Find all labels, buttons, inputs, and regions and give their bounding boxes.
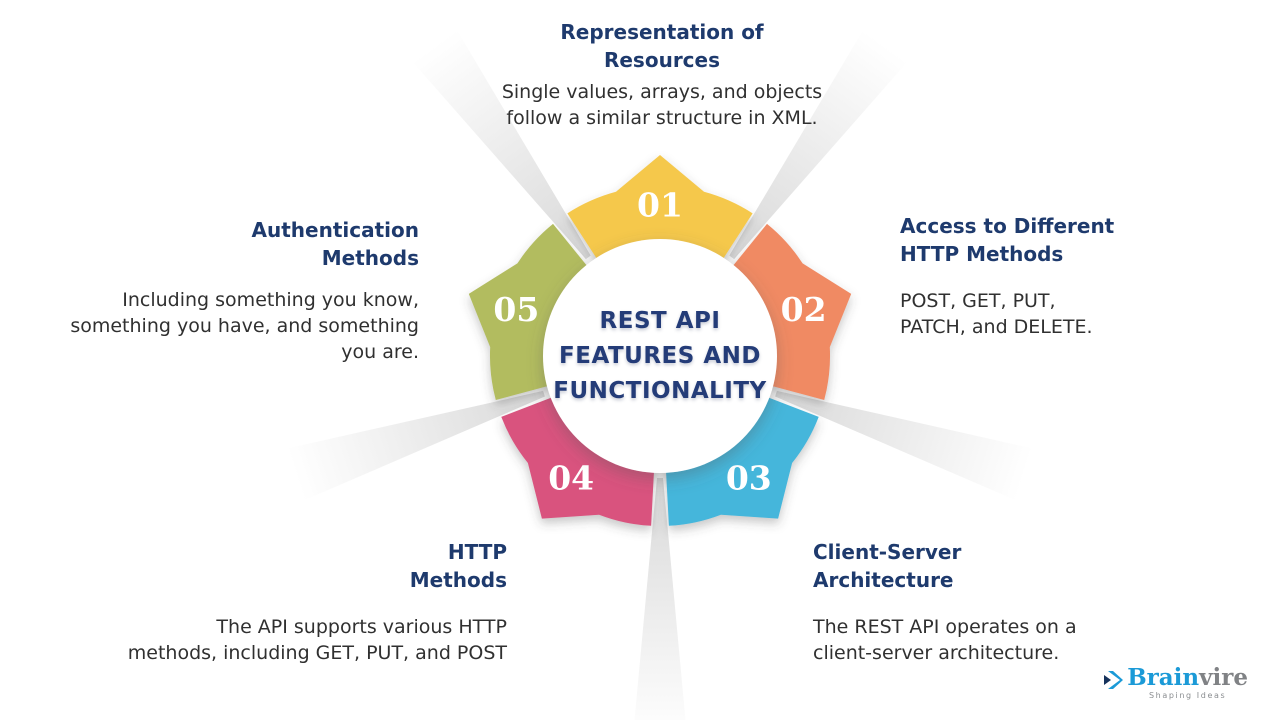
segment-05-description: Including something you know, something …	[70, 289, 419, 363]
brainvire-logo: Brainvire Shaping Ideas	[1103, 666, 1248, 700]
divider-ray	[729, 0, 938, 260]
block-access-http-methods: Access to Different HTTP Methods POST, G…	[900, 212, 1150, 340]
segment-01-heading: Representation of Resources	[560, 20, 764, 72]
segment-03-description: The REST API operates on a client-server…	[813, 616, 1077, 664]
block-representation-of-resources: Representation of Resources Single value…	[402, 18, 922, 131]
segment-04-description: The API supports various HTTP methods, i…	[127, 616, 507, 664]
logo-text: Brainvire Shaping Ideas	[1127, 664, 1248, 701]
wheel-segment-02	[722, 223, 852, 400]
wheel-center-circle	[543, 239, 777, 473]
double-chevron-icon	[1104, 671, 1124, 689]
wheel-segment-04	[501, 391, 655, 526]
divider-ray	[242, 390, 545, 519]
wheel-segment-number: 03	[726, 459, 772, 498]
block-http-methods: HTTP Methods The API supports various HT…	[77, 538, 507, 666]
block-client-server-architecture: Client-Server Architecture The REST API …	[813, 538, 1093, 666]
segment-02-description: POST, GET, PUT, PATCH, and DELETE.	[900, 290, 1093, 338]
block-authentication-methods: Authentication Methods Including somethi…	[49, 216, 419, 365]
wheel-segment-05	[468, 223, 598, 400]
wheel-segment-number: 01	[637, 186, 683, 225]
divider-ray	[775, 390, 1078, 519]
segment-03-heading: Client-Server Architecture	[813, 540, 962, 592]
wheel-segment-03	[665, 391, 819, 526]
wheel-segment-number: 02	[781, 290, 827, 329]
segment-05-heading: Authentication Methods	[251, 218, 419, 270]
wheel-center-title: REST API FEATURES AND FUNCTIONALITY	[553, 307, 767, 404]
logo-tagline: Shaping Ideas	[1148, 691, 1227, 700]
segment-01-description: Single values, arrays, and objects follo…	[501, 81, 823, 129]
segment-02-heading: Access to Different HTTP Methods	[900, 214, 1115, 266]
logo-brand-primary: Brain	[1127, 664, 1200, 691]
logo-brand-secondary: vire	[1199, 664, 1248, 691]
wheel-segment-number: 04	[548, 459, 594, 498]
segment-04-heading: HTTP Methods	[409, 540, 507, 592]
wheel-segment-01	[567, 155, 753, 273]
wheel-segment-number: 05	[493, 290, 539, 329]
divider-ray	[634, 478, 686, 720]
divider-ray	[382, 0, 591, 260]
